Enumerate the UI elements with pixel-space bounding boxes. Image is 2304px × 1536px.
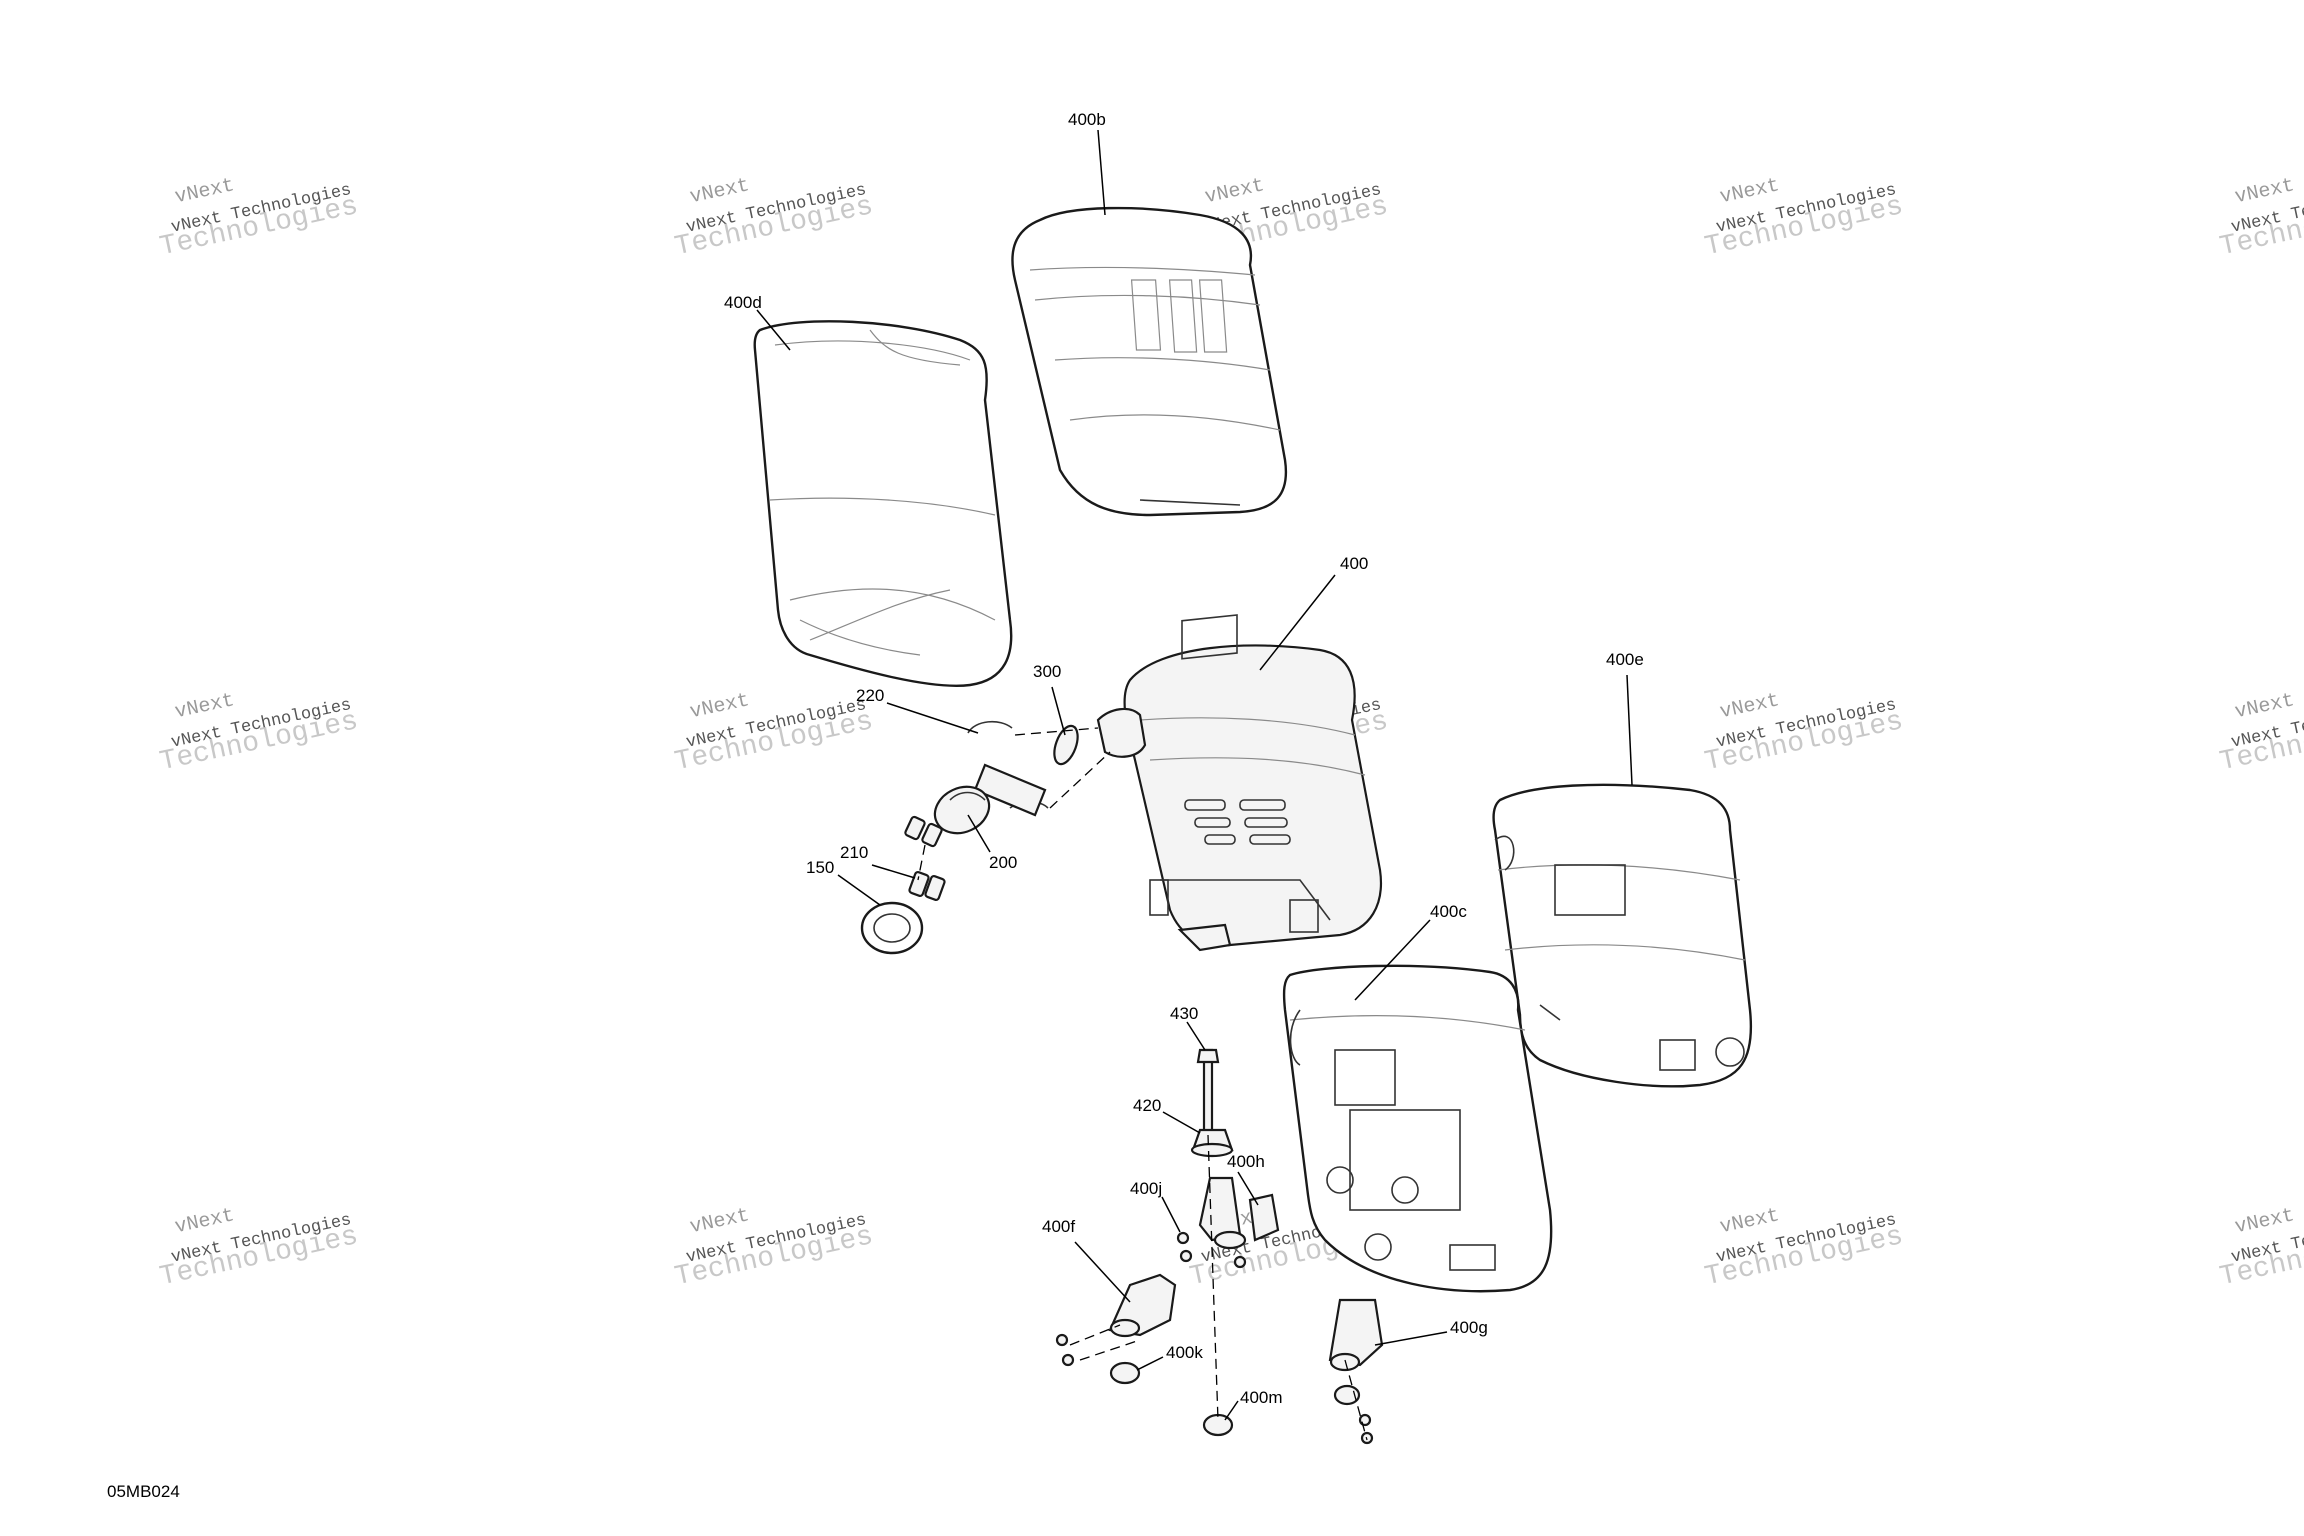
callout-400c: 400c [1430,902,1467,921]
diagram-code-label: 05MB024 [107,1482,180,1501]
part-210-sensors[interactable] [904,815,946,901]
watermark-brand-short: vNext [2233,1204,2296,1239]
watermark-brand-short: vNext [173,689,236,724]
part-430-bolt[interactable] [1196,1048,1220,1137]
callout-430: 430 [1170,1004,1198,1023]
callout-400e: 400e [1606,650,1644,669]
watermark-brand-short: vNext [2233,174,2296,209]
callout-400k: 400k [1166,1343,1203,1362]
callout-200: 200 [989,853,1017,872]
callout-420: 420 [1133,1096,1161,1115]
callout-400g: 400g [1450,1318,1488,1337]
callout-300: 300 [1033,662,1061,681]
part-400-muffler[interactable] [1123,614,1383,952]
leader-lines [756,129,1633,1421]
part-400e-shell[interactable] [1492,783,1753,1088]
watermark-brand-short: vNext [1718,174,1781,209]
part-400h-bracket[interactable] [1198,1176,1280,1250]
part-150-ring[interactable] [860,901,924,955]
part-400d-shell[interactable] [753,320,1013,687]
callout-labels: 400b 400d 400 300 220 200 210 150 400e 4… [724,110,1644,1407]
watermark-brand-short: vNext [688,174,751,209]
callout-400j: 400j [1130,1179,1162,1198]
watermark-brand-short: vNext [1203,174,1266,209]
watermark-brand-short: vNext [688,689,751,724]
callout-210: 210 [840,843,868,862]
part-400k-bushing[interactable] [1109,1361,1141,1385]
callout-400d: 400d [724,293,762,312]
part-200-pipe[interactable] [927,763,1047,842]
watermark-brand-short: vNext [2233,689,2296,724]
part-inlet-flange[interactable] [1096,707,1147,758]
watermark-brand-short: vNext [173,174,236,209]
part-400c-shell[interactable] [1282,964,1553,1293]
part-400b-shell[interactable] [1011,206,1288,517]
watermark-brand-short: vNext [688,1204,751,1239]
watermark-brand-short: vNext [1718,689,1781,724]
part-420-bushing[interactable] [1190,1128,1234,1158]
callout-400f: 400f [1042,1217,1075,1236]
callout-400h: 400h [1227,1152,1265,1171]
watermark-brand-short: vNext [1718,1204,1781,1239]
callout-400: 400 [1340,554,1368,573]
part-400m-bushing[interactable] [1202,1413,1234,1437]
watermark-brand-short: vNext [173,1204,236,1239]
part-400j-nuts[interactable] [1176,1231,1247,1269]
part-300-gasket[interactable] [1050,723,1082,767]
callout-150: 150 [806,858,834,877]
callout-400b: 400b [1068,110,1106,129]
assembly-lines [917,727,1368,1441]
part-400g-bracket[interactable] [1328,1298,1384,1445]
callout-400m: 400m [1240,1388,1283,1407]
callout-220: 220 [856,686,884,705]
part-400f-bracket[interactable] [1055,1273,1177,1367]
